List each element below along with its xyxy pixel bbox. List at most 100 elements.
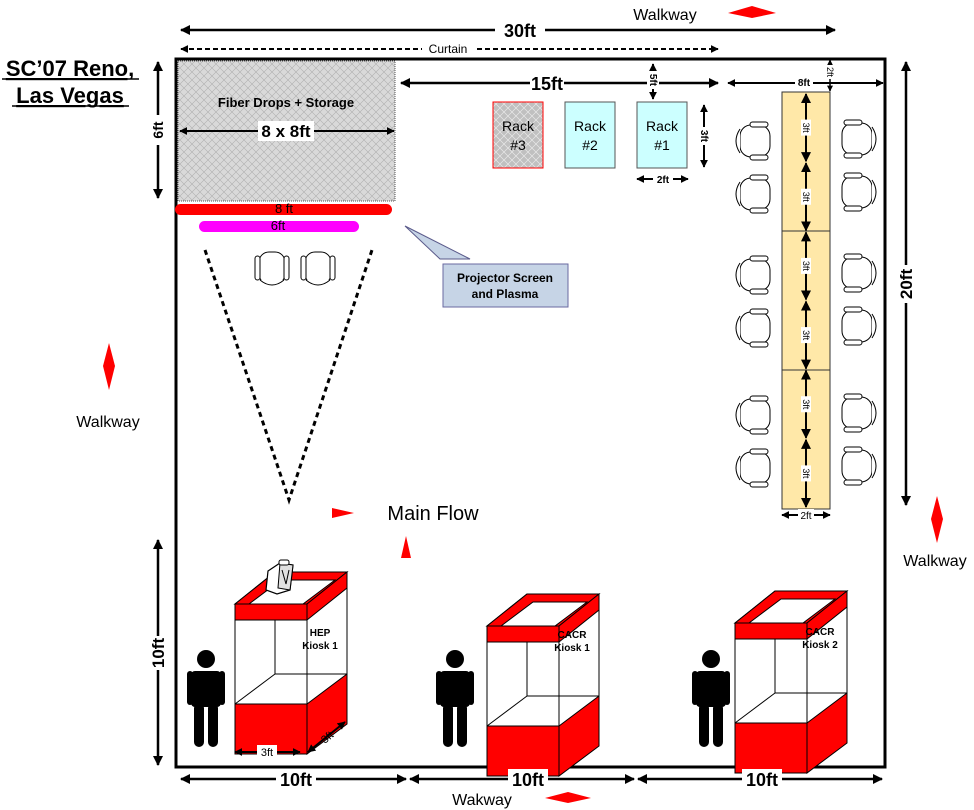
label-bg [653,172,673,185]
title-line1: SC’07 Reno, [6,56,134,81]
chair [841,172,877,212]
rack-3-label: Rack [502,118,535,134]
chair [735,448,771,488]
table-segment-label: 3ft [801,399,811,410]
label-bg [276,769,316,789]
label-bg [742,769,782,789]
chair [735,308,771,348]
rack-2-box [564,101,616,169]
label-bg [530,73,564,93]
walkway-top-arrow-icon [728,6,776,18]
chair [735,395,771,435]
rack-gap-label: 5ft [647,74,658,87]
callout-pointer [404,225,471,260]
rack-1-number: #1 [654,137,670,153]
label-bg [897,265,915,303]
label-bg [801,257,811,274]
chair [841,446,877,486]
curtain-label: Curtain [429,42,468,56]
chair [254,251,290,286]
kiosk-label: CACR [558,630,588,641]
walkway-bottom-label: Wakway [452,792,512,809]
walkway-left-label: Walkway [76,414,139,431]
person-icon [187,650,225,747]
callout-line1: Projector Screen [457,271,553,285]
projector-icon [265,559,294,595]
rack-2-label: Rack [574,118,607,134]
chair [300,251,336,286]
kiosk-body [234,571,348,755]
rack-3: Rack #3 [492,101,544,169]
title: SC’07 Reno, Las Vegas [2,56,139,108]
label-bg [258,121,314,141]
projector-screen-label: 8 ft [275,201,293,216]
kiosk-label: CACR [806,627,836,638]
chair [841,253,877,293]
kiosk-body [486,593,600,777]
viewing-cone [203,249,374,505]
chair [735,174,771,214]
overall-depth-label: 20ft [897,269,916,300]
table-segment-label: 3ft [801,192,811,203]
table-segment-label: 3ft [801,123,811,134]
label-bg [149,636,167,670]
label-bg [495,20,545,40]
label-bg [647,71,659,89]
bottom-segment-1-label: 10ft [280,770,312,790]
label-bg [508,769,548,789]
label-bg [801,119,811,136]
main-flow-label: Main Flow [387,503,479,525]
label-bg [422,41,474,55]
walkway-right-label: Walkway [903,553,966,570]
label-bg [795,76,813,89]
projector-screen-bar [175,204,392,215]
person-icon [436,650,474,747]
main-flow-up-arrow-icon [401,536,411,558]
rack-height-label: 3ft [698,130,709,143]
kiosk-cacr-2: CACR Kiosk 2 [734,590,848,774]
bottom-segment-3-label: 10ft [746,770,778,790]
kiosk-side-dimension [307,721,346,753]
label-bg [798,509,814,521]
walkway-left-arrow-icon [103,343,115,390]
walkway-top-label: Walkway [633,7,696,24]
storage-height-label: 6ft [150,121,166,138]
plasma-screen-label: 6ft [271,218,286,233]
storage-size-label: 8 x 8ft [261,122,310,141]
bottom-segment-2-label: 10ft [512,770,544,790]
rack-1: Rack #1 [636,101,688,169]
chair [841,119,877,159]
rack-2-number: #2 [582,137,598,153]
callout-box [442,263,569,308]
label-bg [801,188,811,205]
rack-1-box [636,101,688,169]
kiosk-label: HEP [310,628,331,639]
table-segment-label: 3ft [801,330,811,341]
kiosk-hep-1: HEP Kiosk 1 [234,559,348,755]
label-bg [698,127,710,145]
rack-3-box [492,101,544,169]
rack-1-label: Rack [646,118,679,134]
kiosk-body [734,590,848,774]
overall-width-label: 30ft [504,21,536,41]
kiosk-label: Kiosk 2 [802,640,838,651]
chair [735,255,771,295]
table-width-label: 2ft [800,511,811,522]
walkway-right-arrow-icon [931,496,943,543]
rack-2: Rack #2 [564,101,616,169]
rack-3-number: #3 [510,137,526,153]
label-bg [801,327,811,344]
label-bg [257,745,277,758]
table-segment-label: 3ft [801,261,811,272]
plasma-screen-bar [199,221,359,232]
table-top-gap-label: 2ft [825,67,835,78]
table-segment-label: 3ft [801,468,811,479]
kiosk-label: Kiosk 1 [302,641,338,652]
label-bg [801,465,811,482]
rack-width-label: 2ft [657,175,670,186]
walkway-bottom-arrow-icon [545,792,591,803]
kiosk-zone-depth-label: 10ft [149,638,168,669]
racks-span-label: 15ft [531,74,563,94]
label-bg [150,115,166,145]
